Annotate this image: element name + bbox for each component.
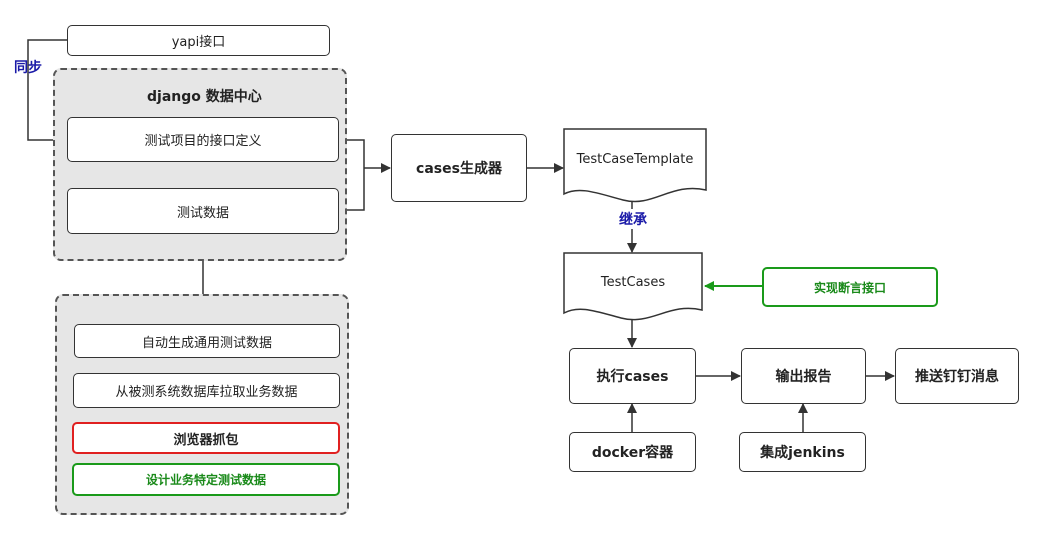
docker-container-node[interactable]: docker容器 bbox=[569, 432, 696, 472]
jenkins-integration-node[interactable]: 集成jenkins bbox=[739, 432, 866, 472]
execute-cases-node[interactable]: 执行cases bbox=[569, 348, 696, 404]
auto-generate-data-node[interactable]: 自动生成通用测试数据 bbox=[74, 324, 340, 358]
output-report-node[interactable]: 输出报告 bbox=[741, 348, 866, 404]
browser-capture-node[interactable]: 浏览器抓包 bbox=[72, 422, 340, 454]
testcase-template-node[interactable]: TestCaseTemplate bbox=[563, 128, 707, 204]
sync-label: 同步 bbox=[14, 60, 42, 76]
push-dingtalk-node[interactable]: 推送钉钉消息 bbox=[895, 348, 1019, 404]
inherit-label: 继承 bbox=[617, 209, 649, 229]
api-definition-node[interactable]: 测试项目的接口定义 bbox=[67, 117, 339, 162]
cases-generator-node[interactable]: cases生成器 bbox=[391, 134, 527, 202]
testcases-document-shape bbox=[563, 252, 703, 321]
testcases-node[interactable]: TestCases bbox=[563, 252, 703, 322]
edge-sync bbox=[27, 39, 67, 145]
template-document-shape bbox=[563, 128, 707, 203]
assert-interface-node[interactable]: 实现断言接口 bbox=[762, 267, 938, 307]
design-specific-data-node[interactable]: 设计业务特定测试数据 bbox=[72, 463, 340, 496]
edge-apidef-to-merge bbox=[339, 139, 365, 168]
test-data-node[interactable]: 测试数据 bbox=[67, 188, 339, 234]
edge-testdata-to-merge bbox=[339, 168, 365, 211]
yapi-node[interactable]: yapi接口 bbox=[67, 25, 330, 56]
template-label: TestCaseTemplate bbox=[576, 152, 694, 167]
django-group-title: django 数据中心 bbox=[147, 89, 262, 105]
db-pull-data-node[interactable]: 从被测系统数据库拉取业务数据 bbox=[73, 373, 340, 408]
testcases-label: TestCases bbox=[600, 275, 666, 290]
